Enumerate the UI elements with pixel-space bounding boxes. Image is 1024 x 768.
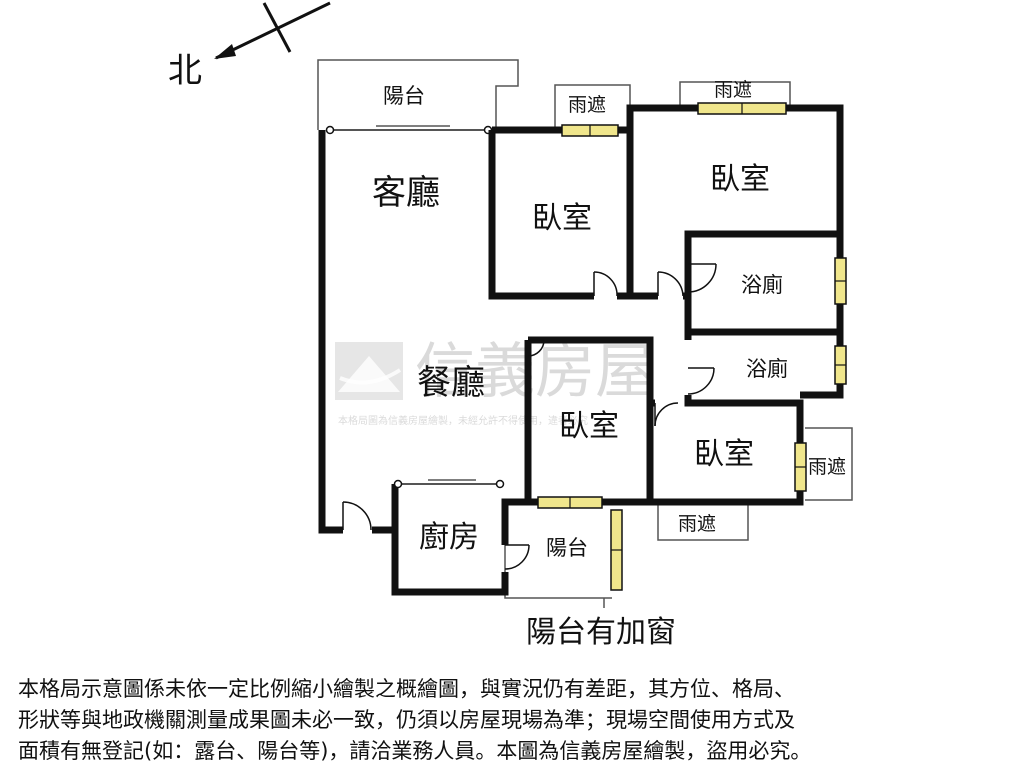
bathroom-label: 浴廁 [746, 357, 788, 381]
sliding-door-top [325, 125, 493, 135]
kitchen-label: 廚房 [419, 520, 479, 555]
north-label: 北 [168, 51, 202, 91]
awning-label: 雨遮 [808, 456, 846, 478]
door-kitchen-balcony [504, 544, 530, 570]
windows [537, 102, 847, 591]
disclaimer-text: 本格局示意圖係未依一定比例縮小繪製之概繪圖，與實況仍有差距，其方位、格局、 形狀… [18, 677, 812, 763]
balcony-window-note: 陽台有加窗 [526, 615, 676, 650]
awning-label: 雨遮 [568, 94, 606, 116]
bedroom-label: 臥室 [694, 437, 754, 472]
awning-label: 雨遮 [678, 513, 716, 535]
room-labels: 陽台 雨遮 雨遮 客廳 臥室 臥室 浴廁 浴廁 餐廳 臥室 臥室 雨遮 雨遮 廚… [372, 79, 846, 650]
bedroom-label: 臥室 [532, 201, 592, 236]
balcony-top-label: 陽台 [383, 84, 425, 108]
balcony-small-label: 陽台 [546, 536, 588, 560]
doors [342, 263, 717, 570]
thin-outlines [317, 59, 853, 608]
door-bedroom-3 [527, 339, 545, 357]
brand-logo [335, 342, 403, 400]
door-bath-1 [687, 263, 717, 293]
door-hall [657, 271, 684, 297]
door-bath-2 [687, 367, 715, 395]
awning-label: 雨遮 [714, 79, 752, 101]
bedroom-label: 臥室 [710, 162, 770, 197]
watermark-brand: 信義房屋 [415, 337, 655, 407]
north-compass: 北 [168, 1, 331, 91]
kitchen-sliding-door [393, 479, 505, 489]
bedroom-label: 臥室 [559, 409, 619, 444]
watermark: 信義房屋 本格局圖為信義房屋繪製，未經允許不得使用，違者必究 [335, 337, 655, 427]
door-bedroom-4 [654, 402, 679, 427]
bathroom-label: 浴廁 [741, 273, 783, 297]
walls [318, 104, 844, 596]
dining-room-label: 餐廳 [417, 363, 485, 403]
living-room-label: 客廳 [372, 173, 440, 213]
floor-plan: 信義房屋 本格局圖為信義房屋繪製，未經允許不得使用，違者必究 北 [168, 1, 853, 650]
door-bedroom-1 [593, 271, 618, 297]
watermark-small: 本格局圖為信義房屋繪製，未經允許不得使用，違者必究 [338, 414, 588, 427]
door-entrance [342, 501, 372, 531]
